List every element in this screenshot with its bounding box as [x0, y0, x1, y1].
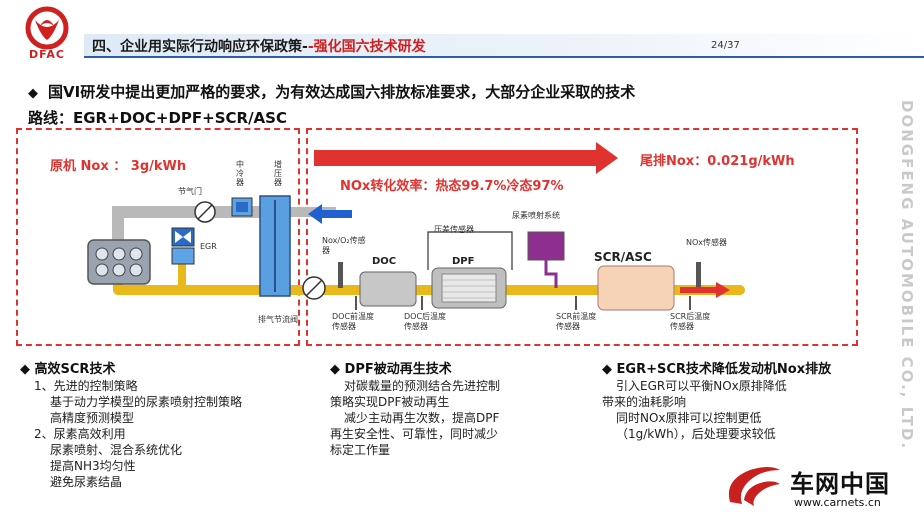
column-egr-scr: ◆ EGR+SCR技术降低发动机Nox排放 引入EGR可以平衡NOx原排降低 带… [602, 362, 902, 442]
diamond-bullet-icon: ◆ [28, 86, 38, 101]
urea-injection-unit [527, 231, 565, 261]
column-dpf-line: 减少主动再生次数，提高DPF [344, 411, 500, 425]
doc-label: DOC [372, 256, 397, 267]
turbo-label: 增压器 [274, 160, 282, 187]
nox-sensor-rear [696, 262, 701, 288]
doc-unit [359, 271, 417, 307]
diamond-bullet-icon: ◆ [20, 362, 35, 377]
nox-flow-arrow [314, 142, 618, 174]
throttle-label: 节气门 [178, 187, 202, 196]
column-egr-scr-line: 带来的油耗影响 [602, 395, 687, 409]
column-scr-line: 提高NH3均匀性 [50, 459, 136, 473]
exhaust-valve-label: 排气节流阀 [258, 315, 298, 324]
page-number: 24/37 [711, 40, 740, 51]
egr-cooler [171, 247, 195, 265]
main-bullet-line2: 路线：EGR+DOC+DPF+SCR/ASC [28, 109, 287, 127]
egr-label: EGR [200, 242, 217, 251]
title-prefix: 四、企业用实际行动响应环保政策- [92, 39, 308, 55]
pressure-sensor-label: 压差传感器 [434, 225, 474, 234]
page-title: 四、企业用实际行动响应环保政策--强化国六技术研发 [92, 36, 426, 56]
engine-dashed-box [16, 128, 300, 346]
conversion-efficiency-label: NOx转化效率：热态99.7%冷态97% [340, 179, 564, 194]
column-egr-scr-line: （1g/kWh），后处理要求较低 [616, 427, 776, 441]
doc-front-temp-label: DOC前温度传感器 [332, 312, 375, 331]
column-dpf-heading: DPF被动再生技术 [344, 362, 452, 377]
watermark-name: 车网中国 [790, 470, 890, 498]
tail-nox-label: 尾排Nox：0.021g/kWh [640, 154, 795, 169]
column-dpf-line: 策略实现DPF被动再生 [330, 395, 450, 409]
aftertreatment-dashed-box [306, 128, 858, 346]
column-egr-scr-line: 同时NOx原排可以控制更低 [616, 411, 762, 425]
engine-block [87, 239, 151, 285]
scr-asc-label: SCR/ASC [594, 250, 652, 264]
scr-rear-temp-label: SCR后温度传感器 [670, 312, 711, 331]
intercooler-label: 中冷器 [236, 160, 244, 187]
intake-air-arrow [308, 204, 352, 224]
column-egr-scr-heading: EGR+SCR技术降低发动机Nox排放 [616, 362, 832, 377]
title-highlight: -强化国六技术研发 [307, 39, 426, 55]
diamond-bullet-icon: ◆ [602, 362, 617, 377]
header-bar [84, 34, 924, 58]
pressure-sensor-line [427, 231, 513, 270]
column-scr-line: 避免尿素结晶 [50, 475, 123, 489]
urea-system-label: 尿素喷射系统 [512, 211, 560, 220]
company-vertical-text: DONGFENG AUTOMOBILE CO., LTD. [898, 100, 916, 451]
engine-nox-label: 原机 Nox ： 3g/kWh [50, 159, 187, 174]
tail-exhaust-arrow [680, 282, 730, 298]
column-scr-line: 1、先进的控制策略 [34, 379, 138, 393]
column-scr: ◆ 高效SCR技术 1、先进的控制策略 基于动力学模型的尿素喷射控制策略 高精度… [20, 362, 320, 490]
dpf-label: DPF [452, 256, 475, 267]
column-scr-line: 基于动力学模型的尿素喷射控制策略 [50, 395, 243, 409]
column-scr-heading: 高效SCR技术 [34, 362, 116, 377]
column-scr-line: 尿素喷射、混合系统优化 [50, 443, 183, 457]
main-bullet: ◆ 国VI研发中提出更加严格的要求，为有效达成国六排放标准要求，大部分企业采取的技… [28, 80, 858, 130]
column-scr-line: 高精度预测模型 [50, 411, 135, 425]
nox-o2-sensor-label: Nox/O₂传感器 [322, 236, 366, 255]
scr-front-temp-label: SCR前温度传感器 [556, 312, 597, 331]
column-dpf: ◆ DPF被动再生技术 对碳载量的预测结合先进控制 策略实现DPF被动再生 减少… [330, 362, 600, 458]
nox-o2-sensor [338, 262, 343, 288]
doc-rear-temp-label: DOC后温度传感器 [404, 312, 447, 331]
column-egr-scr-line: 引入EGR可以平衡NOx原排降低 [616, 379, 787, 393]
column-dpf-line: 再生安全性、可靠性，同时减少 [330, 427, 499, 441]
diamond-bullet-icon: ◆ [330, 362, 345, 377]
main-bullet-line1: 国VI研发中提出更加严格的要求，为有效达成国六排放标准要求，大部分企业采取的技术 [48, 83, 636, 101]
carnets-logo-icon [728, 467, 780, 506]
nox-sensor-label: NOx传感器 [686, 238, 728, 247]
dongfeng-logo [18, 6, 76, 58]
column-dpf-line: 标定工作量 [330, 443, 391, 457]
column-scr-line: 2、尿素高效利用 [34, 427, 126, 441]
watermark-url: www.carnets.cn [794, 496, 881, 509]
logo-text: DFAC [29, 48, 65, 61]
column-dpf-line: 对碳载量的预测结合先进控制 [344, 379, 501, 393]
scr-asc-unit [597, 265, 675, 311]
